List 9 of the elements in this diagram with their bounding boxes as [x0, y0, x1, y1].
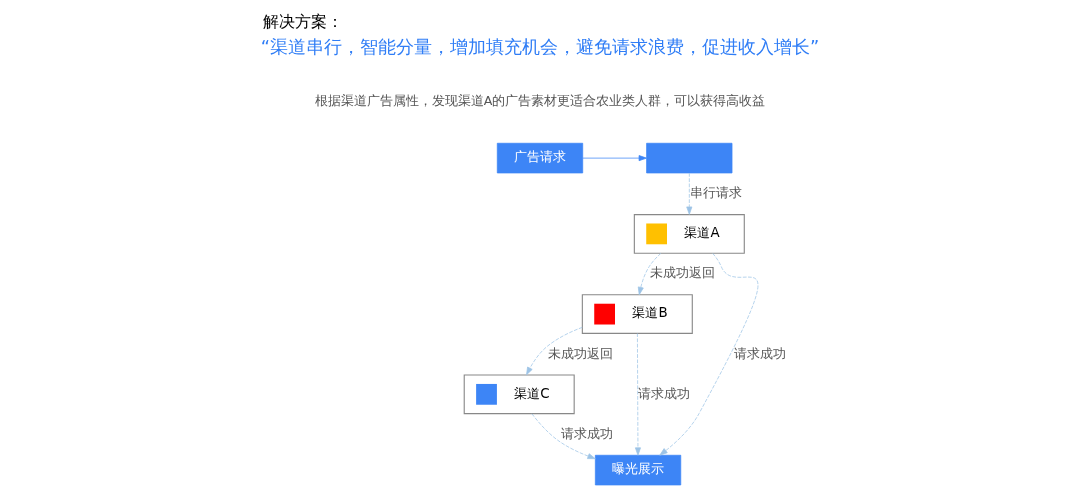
- edge-label: 请求成功: [561, 425, 614, 441]
- edge-label: 请求成功: [733, 345, 786, 361]
- edge-label: 串行请求: [690, 185, 743, 201]
- label: “渠道串行，智能分量，增加填充机会，避免请求浪费，促进收入增长”: [260, 35, 820, 57]
- diagram-title: 解决方案：: [263, 12, 344, 32]
- edge-label: 未成功返回: [650, 265, 716, 281]
- edge-label: 请求成功: [638, 385, 691, 401]
- label: 根据渠道广告属性，发现渠道A的广告素材更适合农业类人群，可以获得高收益: [314, 93, 766, 109]
- edge-label: 未成功返回: [547, 345, 613, 361]
